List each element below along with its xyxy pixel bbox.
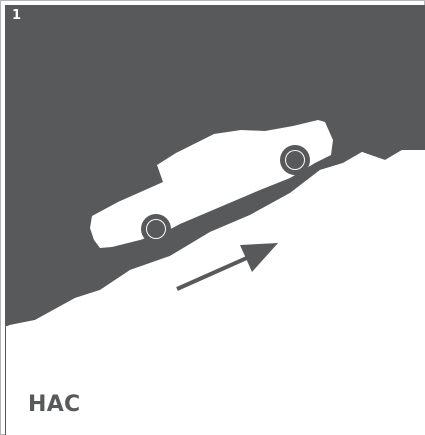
- caption-label: HAC: [28, 394, 80, 416]
- step-number: 1: [12, 9, 21, 22]
